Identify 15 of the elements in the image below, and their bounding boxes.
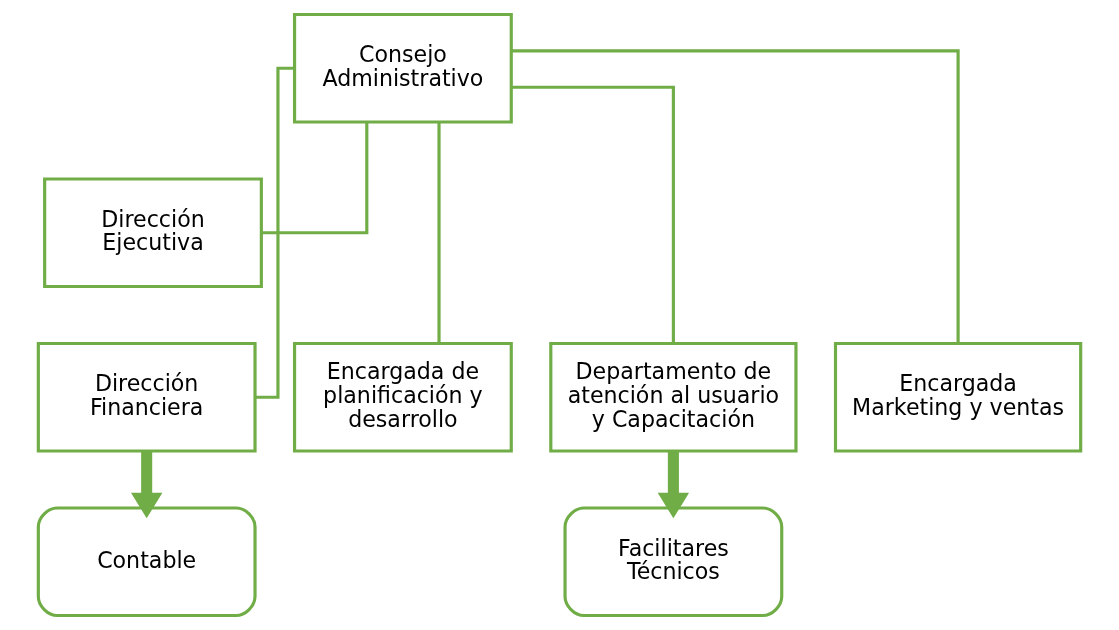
connector — [437, 122, 441, 344]
connector — [511, 49, 960, 344]
node-box: Consejo Administrativo — [293, 12, 513, 124]
node-box: Facilitares Técnicos — [563, 506, 784, 618]
connector — [255, 66, 295, 399]
connector — [261, 122, 369, 235]
arrow — [131, 451, 163, 519]
node-box: Encargada de planificación y desarrollo — [293, 341, 513, 453]
connector — [511, 85, 675, 344]
node-box: Departamento de atención al usuario y Capacitación — [549, 341, 798, 453]
node-box: Dirección Ejecutiva — [43, 177, 263, 289]
arrow — [657, 451, 690, 519]
node-box: Encargada Marketing y ventas — [833, 341, 1083, 453]
node-box: Dirección Financiera — [36, 341, 257, 453]
node-box: Contable — [36, 506, 257, 618]
